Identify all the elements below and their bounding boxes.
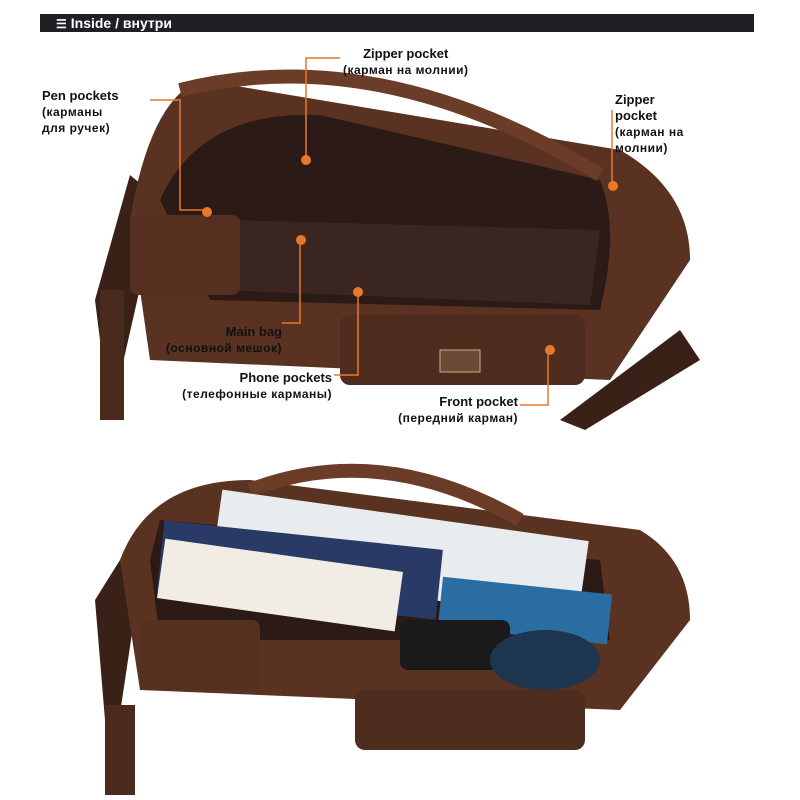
- bag-open-empty: [95, 69, 700, 430]
- label-front-pocket: Front pocket (передний карман): [398, 394, 518, 426]
- label-ru: (основной мешок): [166, 341, 282, 355]
- label-pen-pockets: Pen pockets (карманы для ручек): [42, 88, 119, 136]
- label-en: Pen pockets: [42, 88, 119, 103]
- label-en: Main bag: [225, 324, 282, 339]
- label-en: Zipper: [615, 92, 655, 107]
- bag-open-filled: [95, 463, 690, 795]
- label-ru: для ручек): [42, 121, 111, 135]
- callout-dots: [202, 155, 618, 355]
- label-ru: (карман на: [615, 125, 684, 139]
- label-ru: (карманы: [42, 105, 103, 119]
- label-zipper-pocket-top: Zipper pocket (карман на молнии): [343, 46, 468, 78]
- label-en: Zipper pocket: [363, 46, 449, 61]
- label-en: pocket: [615, 108, 657, 123]
- label-main-bag: Main bag (основной мешок): [166, 324, 282, 356]
- label-ru: (телефонные карманы): [182, 387, 332, 401]
- label-ru: (карман на молнии): [343, 63, 469, 77]
- label-ru: (передний карман): [398, 411, 518, 425]
- label-phone-pockets: Phone pockets (телефонные карманы): [182, 370, 332, 402]
- section-title: Inside / внутри: [70, 15, 172, 31]
- label-en: Front pocket: [439, 394, 518, 409]
- label-ru: молнии): [615, 141, 668, 155]
- callout-lines: [150, 57, 613, 406]
- list-icon: ☰: [56, 17, 67, 31]
- section-header: ☰Inside / внутри: [40, 14, 754, 32]
- label-en: Phone pockets: [239, 370, 332, 385]
- label-zipper-pocket-right: Zipper pocket (карман на молнии): [615, 92, 684, 156]
